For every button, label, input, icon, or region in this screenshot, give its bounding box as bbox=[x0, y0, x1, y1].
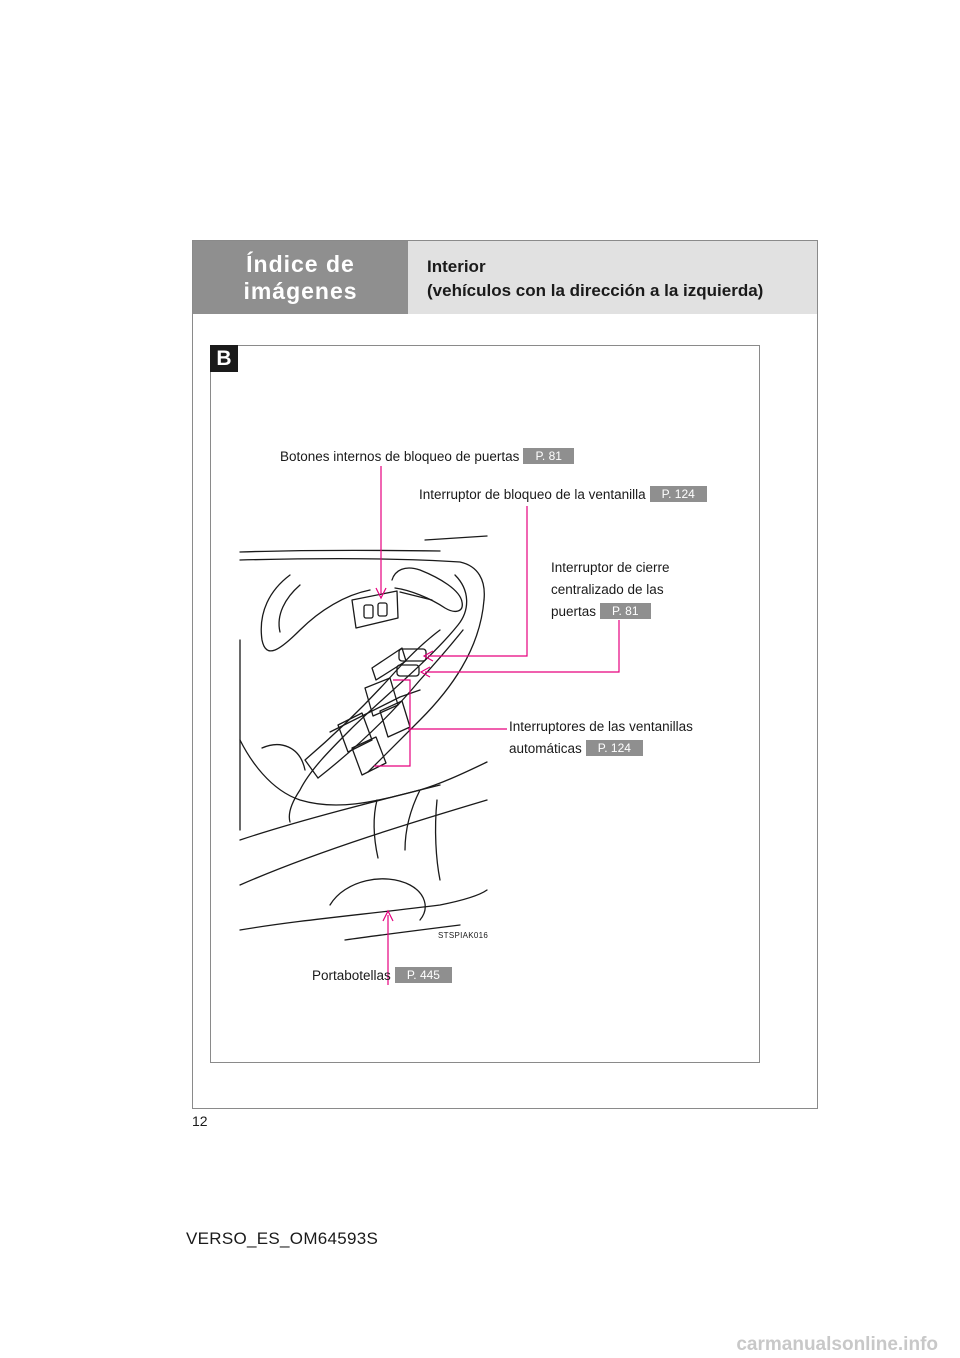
callout-central-lock-switch: Interruptor de cierre centralizado de la… bbox=[551, 557, 670, 623]
page-ref-link[interactable]: P. 124 bbox=[585, 740, 643, 756]
page-ref-link[interactable]: P. 81 bbox=[523, 448, 574, 464]
page-ref-link[interactable]: P. 81 bbox=[600, 603, 651, 619]
page-ref-link[interactable]: P. 124 bbox=[649, 486, 707, 502]
section-title-line2: imágenes bbox=[243, 277, 358, 304]
page-frame: Índice de imágenes Interior (vehículos c… bbox=[192, 240, 818, 1109]
callout-label-line1: Interruptor de cierre bbox=[551, 560, 670, 575]
section-badge: B bbox=[210, 345, 238, 372]
watermark: carmanualsonline.info bbox=[736, 1334, 938, 1355]
page-title-line2: (vehículos con la dirección a la izquier… bbox=[427, 281, 764, 300]
callout-label-line1: Interruptores de las ventanillas bbox=[509, 719, 693, 734]
callout-label-line2: centralizado de las bbox=[551, 582, 664, 597]
image-code: STSPIAK016 bbox=[438, 931, 489, 940]
page-ref-link[interactable]: P. 445 bbox=[394, 967, 452, 983]
callout-label: Portabotellas bbox=[312, 968, 391, 983]
callout-label-line3: puertas bbox=[551, 604, 597, 619]
figure-box bbox=[210, 345, 760, 1063]
page-number: 12 bbox=[192, 1113, 208, 1129]
callout-label-line2: automáticas bbox=[509, 741, 582, 756]
section-title-line1: Índice de bbox=[246, 250, 355, 277]
callout-label: Interruptor de bloqueo de la ventanilla bbox=[419, 487, 646, 502]
page-title-line1: Interior bbox=[427, 257, 486, 276]
document-code: VERSO_ES_OM64593S bbox=[186, 1229, 379, 1248]
callout-power-window-switches: Interruptores de las ventanillas automát… bbox=[509, 716, 693, 760]
callout-label: Botones internos de bloqueo de puertas bbox=[280, 449, 520, 464]
section-header: Índice de imágenes bbox=[193, 241, 408, 314]
page-header: Interior (vehículos con la dirección a l… bbox=[408, 241, 817, 314]
